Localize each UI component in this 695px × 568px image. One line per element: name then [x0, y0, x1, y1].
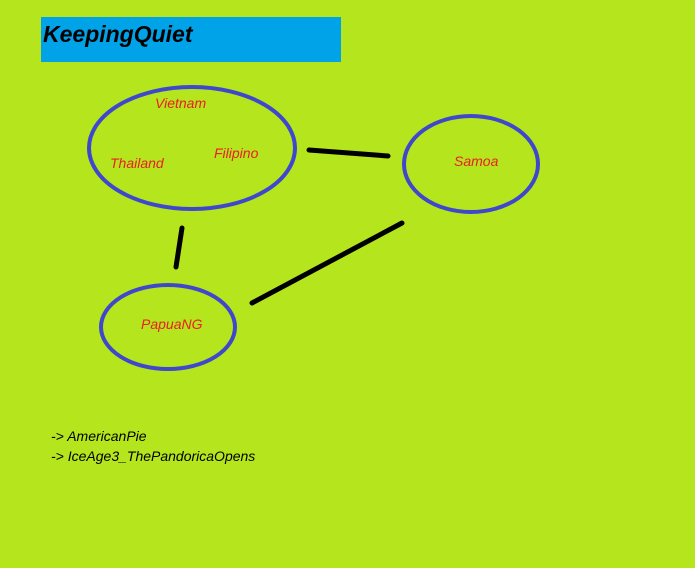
reference-list: -> AmericanPie -> IceAge3_ThePandoricaOp… — [51, 426, 255, 466]
reference-item: -> IceAge3_ThePandoricaOpens — [51, 448, 256, 464]
node-label-samoa: Samoa — [454, 153, 499, 169]
edge-papua-samoa — [249, 220, 405, 306]
node-samoa-outline — [402, 114, 540, 214]
node-label-filipino: Filipino — [214, 145, 259, 161]
node-label-thailand: Thailand — [110, 155, 164, 171]
diagram-title: KeepingQuiet — [43, 21, 193, 47]
edge-asia-papua — [173, 225, 185, 270]
edge-asia-samoa — [306, 147, 391, 159]
node-label-vietnam: Vietnam — [155, 95, 207, 111]
node-asia-outline — [87, 85, 297, 211]
reference-item: -> AmericanPie — [51, 428, 147, 444]
title-banner — [41, 17, 341, 62]
node-papua-outline — [99, 283, 237, 371]
node-label-papuang: PapuaNG — [141, 316, 203, 332]
